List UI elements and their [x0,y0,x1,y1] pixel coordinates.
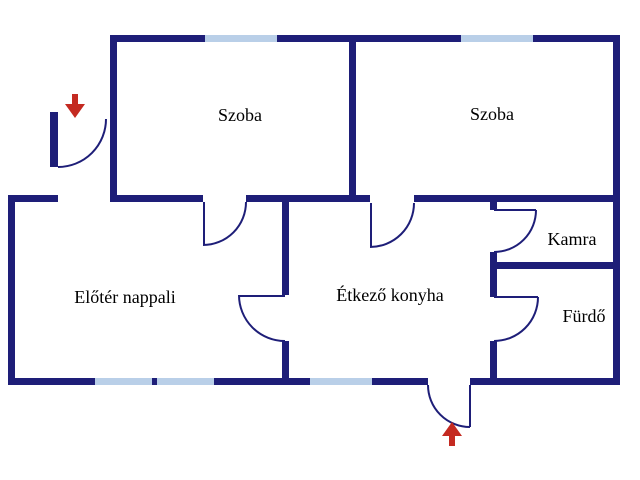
wall-eloter-etkezo-lower [282,341,289,385]
door-arc-kamra [493,209,537,253]
windows [95,35,533,385]
door-arcs [57,118,539,428]
wall-bottom-right [470,378,620,385]
wall-eloter-etkezo-upper [282,202,289,295]
window-eloter-1 [95,378,152,385]
window-szoba-left [205,35,277,42]
door-arc-entrance-bottom [427,384,471,428]
walls [8,35,620,385]
wall-upper-left [110,35,117,202]
wall-kamra-furdo-divider [490,262,620,269]
window-eloter-2 [157,378,214,385]
entrance-arrow-up-icon [442,422,462,446]
wall-entry-stub [50,112,58,167]
room-label-etkezo-konyha: Étkező konyha [336,284,443,305]
wall-left [8,195,15,385]
wall-etkezo-kamra-1 [490,202,497,210]
door-arc-furdo [493,296,539,342]
room-label-szoba-left: Szoba [218,105,262,125]
room-label-kamra: Kamra [548,229,597,249]
wall-etkezo-kamra-2 [490,252,497,297]
wall-mid-1 [8,195,58,202]
wall-bottom-left [8,378,428,385]
door-arc-etkezo [238,294,286,342]
window-etkezo [310,378,372,385]
room-label-szoba-right: Szoba [470,104,514,124]
wall-mid-2 [110,195,203,202]
wall-right [613,35,620,385]
door-arc-entry-top [57,118,107,168]
door-arc-szoba-right [369,202,415,248]
window-szoba-right [461,35,533,42]
door-arc-szoba-left [202,201,247,246]
room-label-furdo: Fürdő [562,306,605,326]
room-labels: Szoba Szoba Előtér nappali Étkező konyha… [74,104,605,326]
entrance-arrow-down-icon [65,94,85,118]
wall-mid-4 [414,195,620,202]
wall-top [110,35,620,42]
wall-mid-3 [246,195,370,202]
room-label-eloter-nappali: Előtér nappali [74,287,175,307]
wall-szoba-divider [349,35,356,202]
wall-etkezo-kamra-3 [490,341,497,385]
